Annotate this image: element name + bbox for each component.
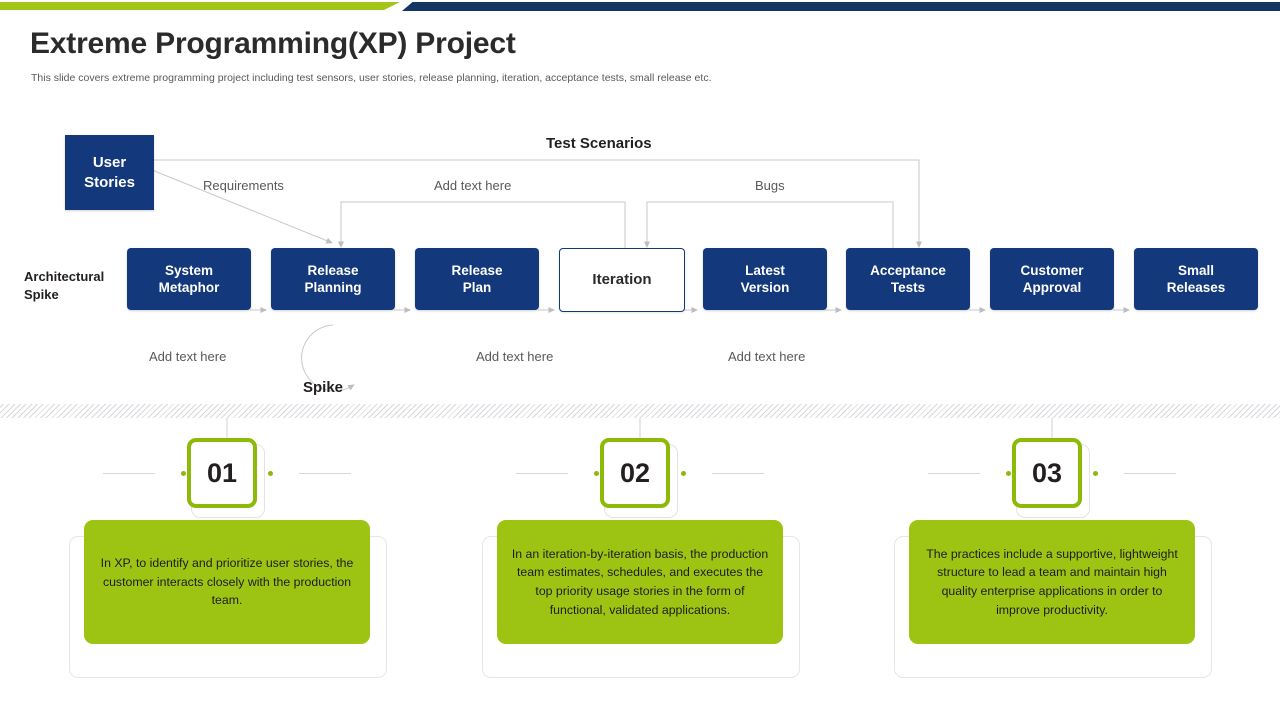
card-dot-right-02 [681, 471, 686, 476]
node-customer-approval[interactable]: Customer Approval [990, 248, 1114, 310]
label-add-text-mid: Add text here [476, 349, 554, 364]
node-iteration-label: Iteration [592, 271, 652, 289]
node-iteration[interactable]: Iteration [559, 248, 685, 312]
card-text-01: In XP, to identify and prioritize user s… [84, 520, 370, 644]
section-divider [0, 404, 1280, 418]
node-release-planning-line2: Planning [304, 280, 362, 295]
node-latest-version[interactable]: Latest Version [703, 248, 827, 310]
connector-user-stories-to-release-planning [151, 169, 333, 244]
page-title: Extreme Programming(XP) Project [30, 27, 516, 60]
accent-bar-navy [402, 2, 1280, 11]
card-stem-02 [639, 418, 641, 446]
node-system-metaphor[interactable]: System Metaphor [127, 248, 251, 310]
card-dot-right-01 [268, 471, 273, 476]
card-stem-03 [1051, 418, 1053, 446]
card-dot-left-01 [181, 471, 186, 476]
node-system-metaphor-line1: System [164, 262, 214, 278]
label-add-text-top: Add text here [434, 178, 512, 193]
node-release-plan-line2: Plan [462, 280, 492, 295]
card-rail-left-02 [516, 473, 568, 474]
label-requirements: Requirements [203, 178, 284, 193]
card-rail-right-03 [1124, 473, 1176, 474]
top-accent-bar [0, 0, 1280, 12]
node-user-stories-line1: User [92, 154, 127, 172]
node-acceptance-tests[interactable]: Acceptance Tests [846, 248, 970, 310]
card-dot-left-03 [1006, 471, 1011, 476]
label-add-text-right: Add text here [728, 349, 806, 364]
node-small-releases-line1: Small [1177, 262, 1215, 278]
node-user-stories-line2: Stories [84, 173, 135, 191]
label-bugs: Bugs [755, 178, 785, 193]
node-small-releases[interactable]: Small Releases [1134, 248, 1258, 310]
label-architectural-spike: Architectural Spike [24, 268, 134, 303]
card-group-01: 01 In XP, to identify and prioritize use… [37, 418, 417, 678]
node-latest-version-line2: Version [740, 280, 790, 295]
connector-iteration-to-release-planning [338, 201, 626, 250]
card-number-03[interactable]: 03 [1012, 438, 1082, 508]
card-dot-left-02 [594, 471, 599, 476]
card-rail-left-03 [928, 473, 980, 474]
node-release-planning-line1: Release [307, 262, 359, 278]
page-subtitle: This slide covers extreme programming pr… [31, 72, 712, 84]
card-group-02: 02 In an iteration-by-iteration basis, t… [450, 418, 830, 678]
xp-practice-cards: 01 In XP, to identify and prioritize use… [0, 418, 1280, 720]
node-user-stories[interactable]: User Stories [65, 135, 154, 210]
card-stem-01 [226, 418, 228, 446]
label-spike: Spike [303, 379, 344, 396]
label-add-text-left: Add text here [149, 349, 227, 364]
node-customer-approval-line2: Approval [1022, 280, 1082, 295]
node-small-releases-line2: Releases [1166, 280, 1226, 295]
accent-bar-green [0, 2, 400, 10]
card-text-03: The practices include a supportive, ligh… [909, 520, 1195, 644]
node-release-plan[interactable]: Release Plan [415, 248, 539, 310]
label-architectural-spike-line1: Architectural [24, 269, 105, 284]
node-release-plan-line1: Release [451, 262, 503, 278]
card-rail-left-01 [103, 473, 155, 474]
node-customer-approval-line1: Customer [1020, 262, 1084, 278]
card-dot-right-03 [1093, 471, 1098, 476]
card-group-03: 03 The practices include a supportive, l… [862, 418, 1242, 678]
card-text-02: In an iteration-by-iteration basis, the … [497, 520, 783, 644]
card-rail-right-01 [299, 473, 351, 474]
label-architectural-spike-line2: Spike [24, 286, 59, 302]
connector-bugs [644, 201, 894, 250]
node-acceptance-tests-line2: Tests [890, 280, 926, 295]
connector-spike-loop [301, 324, 355, 392]
card-number-01[interactable]: 01 [187, 438, 257, 508]
node-latest-version-line1: Latest [745, 262, 785, 278]
flow-connectors [151, 159, 1130, 392]
node-system-metaphor-line2: Metaphor [158, 280, 220, 295]
connector-test-scenarios [153, 159, 922, 248]
card-number-02[interactable]: 02 [600, 438, 670, 508]
xp-flow-diagram: Test Scenarios User Stories Architectura… [0, 110, 1280, 410]
node-release-planning[interactable]: Release Planning [271, 248, 395, 310]
card-rail-right-02 [712, 473, 764, 474]
label-test-scenarios: Test Scenarios [546, 135, 652, 152]
node-acceptance-tests-line1: Acceptance [870, 262, 946, 278]
